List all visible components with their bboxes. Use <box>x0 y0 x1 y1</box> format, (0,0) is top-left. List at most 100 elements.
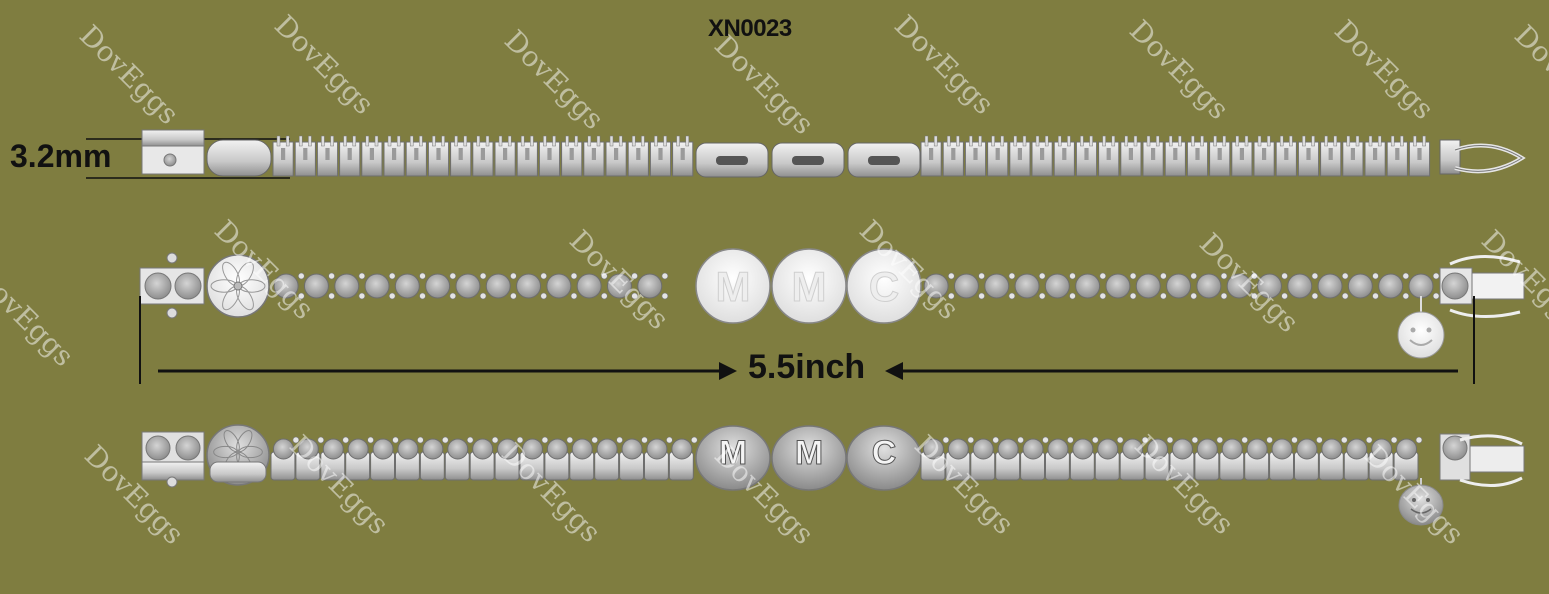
tennis-stone-top <box>1014 272 1046 300</box>
product-code-label: XN0023 <box>708 15 792 42</box>
tennis-link-side <box>1186 135 1209 177</box>
tennis-link-side <box>405 135 427 177</box>
tennis-link-side <box>516 135 538 177</box>
tennis-stone-top <box>546 272 578 300</box>
charm-disc-m1-persp: M <box>695 425 771 491</box>
tennis-link-persp <box>1094 436 1124 481</box>
tennis-link-persp <box>295 436 325 481</box>
tennis-link-persp <box>494 436 524 481</box>
clasp-box-top-left <box>139 252 205 319</box>
tennis-stone-top <box>1105 272 1137 300</box>
tennis-stone-top <box>1166 272 1197 300</box>
charm-letter-m2-persp: M <box>795 434 823 472</box>
tennis-stone-top <box>425 272 457 300</box>
tennis-link-persp <box>1219 436 1248 481</box>
tennis-stone-top <box>273 272 305 300</box>
length-arrowhead-left <box>719 362 737 380</box>
tennis-link-side <box>538 135 561 177</box>
bracelet-side-view <box>86 129 1526 179</box>
tennis-link-side <box>1386 135 1408 177</box>
tennis-link-persp <box>320 436 350 481</box>
tennis-link-persp <box>668 436 698 481</box>
tennis-link-side <box>316 135 339 177</box>
tennis-link-persp <box>1119 436 1149 481</box>
tennis-link-side <box>1408 135 1431 177</box>
charm-disc-m2-persp: M <box>771 425 847 491</box>
charm-disc-m2-top: M <box>771 248 847 324</box>
tennis-link-side <box>1275 135 1297 177</box>
tennis-link-side <box>1297 135 1320 177</box>
thickness-label: 3.2mm <box>10 138 112 174</box>
tennis-stone-top <box>364 272 396 300</box>
tennis-stone-top <box>1044 272 1076 300</box>
tennis-link-side <box>627 135 649 177</box>
tennis-link-side <box>427 135 450 177</box>
tennis-stone-top <box>606 272 638 300</box>
tennis-link-side <box>1209 135 1231 177</box>
tennis-stone-top <box>1287 272 1319 300</box>
tennis-link-persp <box>1244 436 1273 481</box>
tennis-link-side <box>605 135 627 177</box>
clasp-hook-right-side <box>1439 139 1526 175</box>
flower-disc-persp <box>206 424 270 486</box>
tennis-link-persp <box>544 436 574 481</box>
tennis-link-persp <box>1020 436 1049 481</box>
tennis-link-side <box>1075 135 1098 177</box>
tennis-link-side <box>450 135 472 177</box>
tennis-link-persp <box>1194 436 1224 481</box>
tennis-stone-top <box>1378 272 1410 300</box>
tennis-link-persp <box>345 436 374 481</box>
tennis-link-side <box>583 135 605 177</box>
watermark-text: DovEggs <box>498 24 610 136</box>
tennis-link-persp <box>1393 436 1423 481</box>
tennis-link-persp <box>444 436 474 481</box>
watermark-text: DovEggs <box>73 19 185 131</box>
tennis-stone-top <box>1135 272 1167 300</box>
tennis-stone-top <box>394 272 426 300</box>
tennis-link-persp <box>594 436 623 481</box>
tennis-link-side <box>1031 135 1053 177</box>
charm-link-m2-side <box>771 142 845 178</box>
tennis-stone-top <box>1196 272 1228 300</box>
bracelet-top-view: M M C <box>139 248 1525 359</box>
tennis-link-side <box>1053 135 1075 177</box>
tennis-link-side <box>1364 135 1386 177</box>
tennis-link-side <box>672 135 694 177</box>
tennis-link-side <box>1320 135 1342 177</box>
charm-letter-c-top: C <box>869 263 899 310</box>
tennis-link-persp <box>619 436 648 481</box>
spacer-link-left <box>206 139 272 177</box>
charm-letter-m1-persp: M <box>719 434 747 472</box>
length-dimension <box>139 296 1475 384</box>
tennis-link-persp <box>1318 436 1348 481</box>
tennis-link-persp <box>469 436 499 481</box>
watermark-text: DovEggs <box>0 261 80 373</box>
clasp-top-right <box>1439 254 1525 319</box>
tennis-link-persp <box>1368 436 1398 481</box>
charm-letter-m1-top: M <box>716 263 751 310</box>
tennis-stone-top <box>1347 272 1379 300</box>
tennis-link-persp <box>1169 436 1199 481</box>
tennis-link-side <box>1231 135 1253 177</box>
tennis-link-side <box>1098 135 1120 177</box>
tennis-link-side <box>383 135 405 177</box>
tennis-link-side <box>494 135 516 177</box>
tennis-link-persp <box>970 436 1000 481</box>
tennis-link-persp <box>419 436 449 481</box>
watermark-text: DovEggs <box>1123 14 1235 126</box>
tennis-link-side <box>272 135 294 177</box>
tennis-link-persp <box>1069 436 1099 481</box>
clasp-box-persp-left <box>141 431 205 488</box>
tennis-link-side <box>1253 135 1275 177</box>
tennis-link-side <box>361 135 383 177</box>
tennis-stone-top <box>455 272 487 300</box>
tennis-link-side <box>1342 135 1364 177</box>
charm-disc-c-persp: C <box>846 425 922 491</box>
tennis-link-persp <box>370 436 399 481</box>
tennis-stone-top <box>334 272 366 300</box>
tennis-link-side <box>472 135 494 177</box>
charm-letter-m2-top: M <box>792 263 827 310</box>
tennis-stone-top <box>1317 272 1349 300</box>
watermark-text: DovEggs <box>708 29 820 141</box>
